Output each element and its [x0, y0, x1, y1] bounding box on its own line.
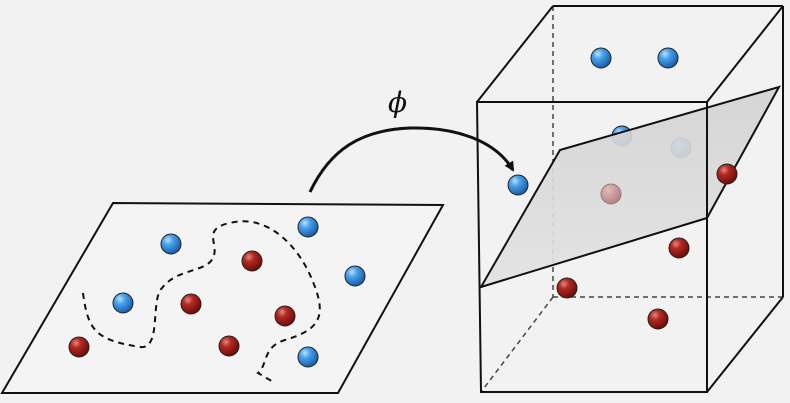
input-space-plane — [0, 201, 445, 394]
red-point — [241, 250, 263, 272]
blue-point — [297, 346, 319, 368]
red-point — [716, 163, 738, 185]
back-edges — [553, 5, 784, 297]
red-point — [274, 305, 296, 327]
red-point — [668, 237, 690, 259]
input-points — [68, 216, 366, 368]
front-edges — [475, 5, 784, 393]
mapping-arrow: ϕ — [308, 86, 515, 193]
red-point — [218, 335, 240, 357]
nonlinear-decision-boundary — [82, 220, 321, 384]
blue-point — [507, 174, 529, 196]
red-point — [647, 308, 669, 330]
feature-points-front — [507, 163, 738, 330]
phi-label: ϕ — [388, 86, 407, 119]
red-point — [556, 277, 578, 299]
input-space — [0, 201, 445, 394]
red-point — [180, 293, 202, 315]
feature-space — [475, 5, 784, 393]
red-point — [68, 336, 90, 358]
blue-point — [297, 216, 319, 238]
blue-point — [160, 233, 182, 255]
blue-point — [657, 47, 679, 69]
hidden-edges — [480, 6, 783, 393]
blue-point — [590, 47, 612, 69]
blue-point — [344, 265, 366, 287]
phi-arrow — [308, 126, 515, 193]
red-point-behind-plane — [600, 183, 622, 205]
blue-point — [112, 292, 134, 314]
